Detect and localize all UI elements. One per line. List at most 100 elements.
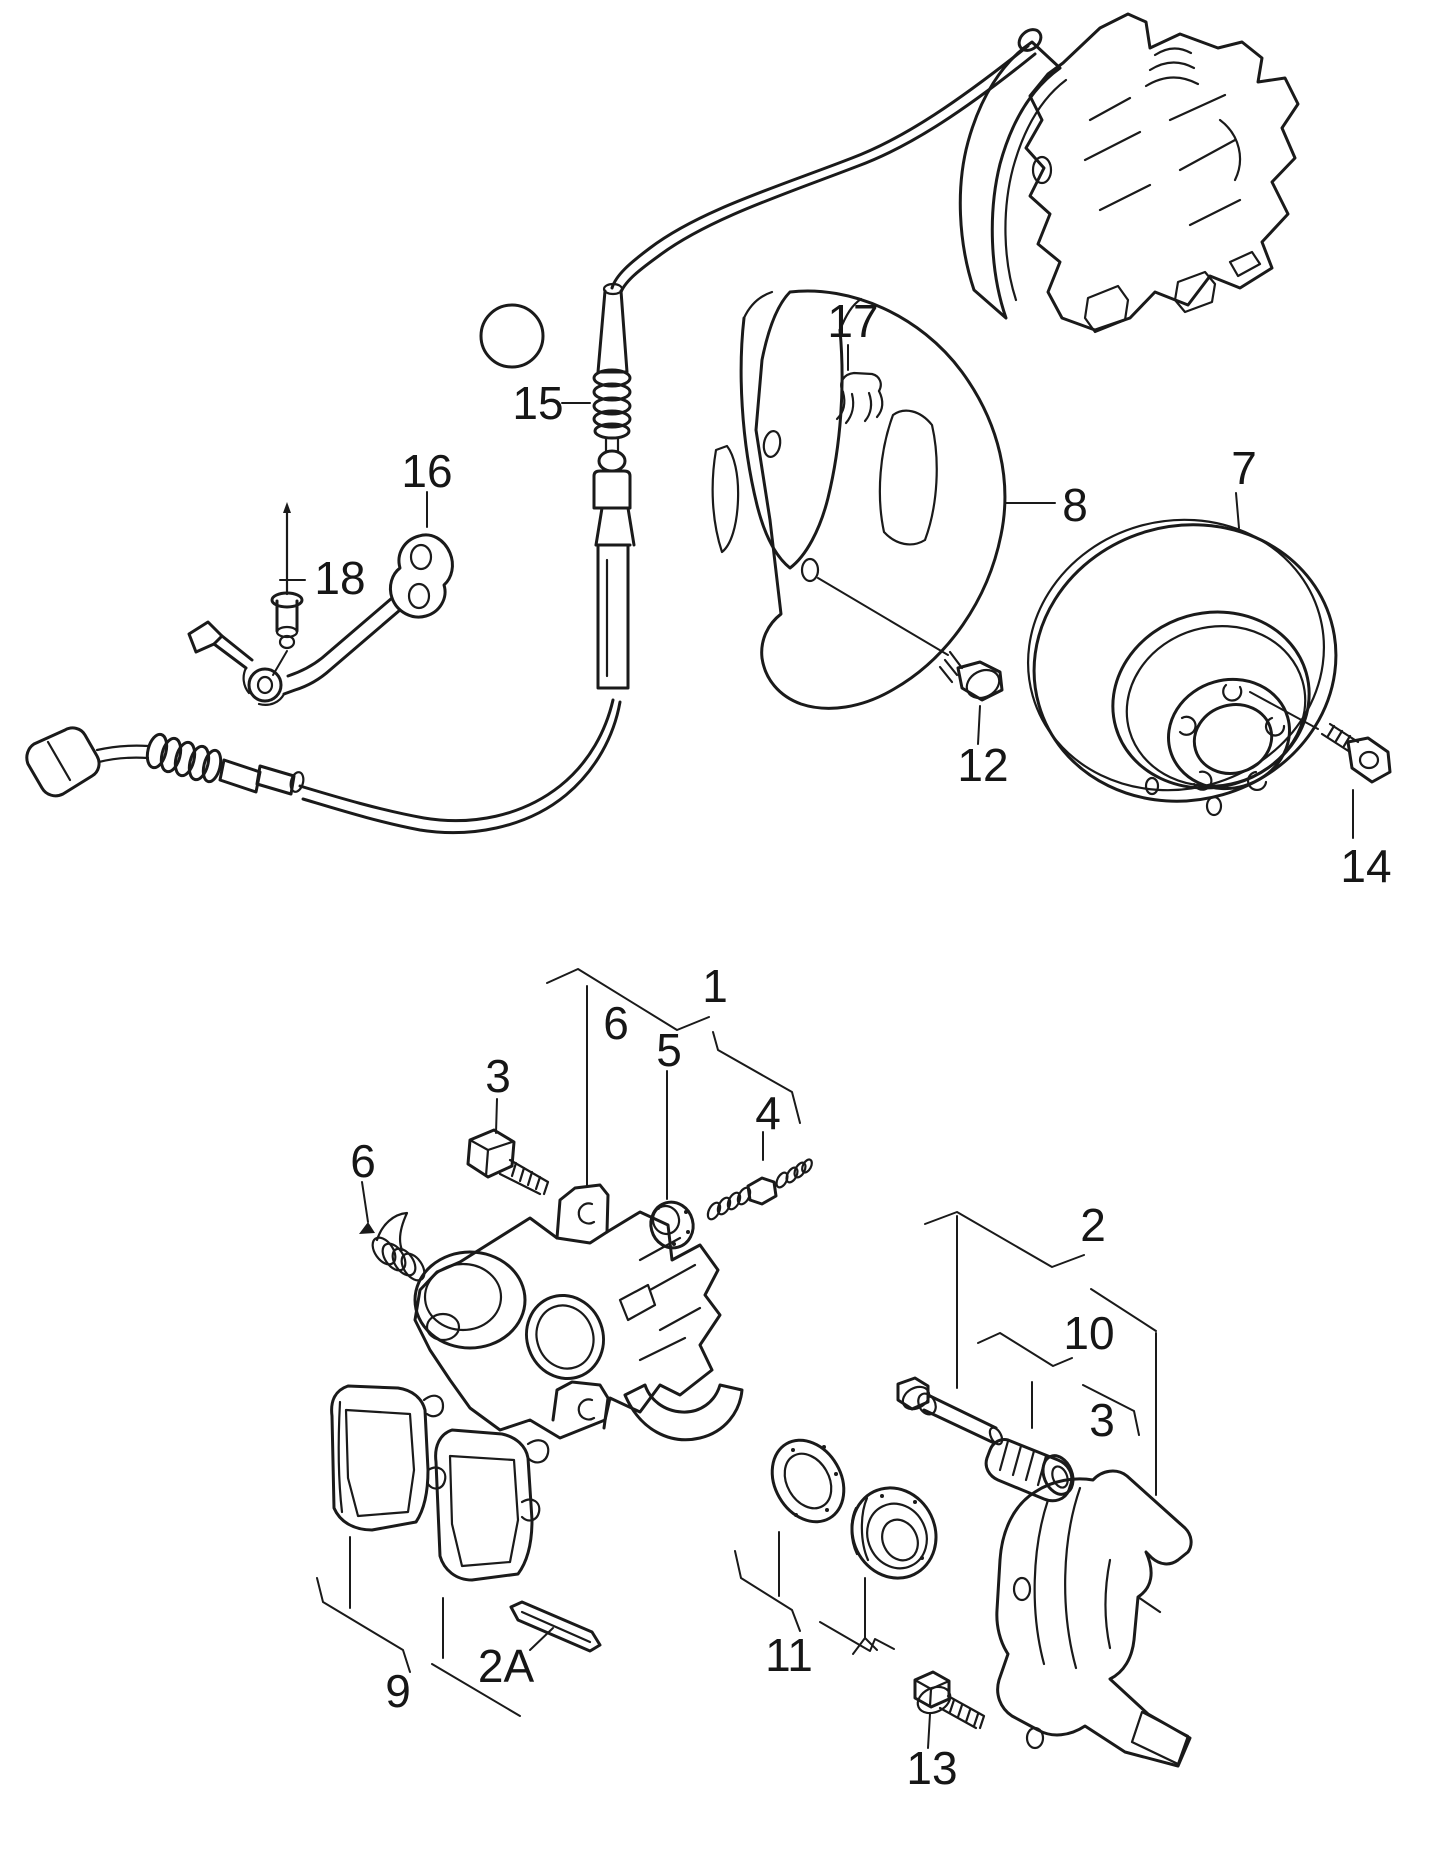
callout-leaders [279, 344, 1354, 1717]
callout-6a[interactable]: 6 [603, 997, 629, 1049]
ferrule-cap [289, 771, 305, 793]
rivet-pin [270, 502, 304, 676]
cable-end-grip-line [46, 740, 72, 782]
screw-head [1346, 736, 1392, 784]
adjuster-rib-4 [592, 409, 632, 429]
callout-15[interactable]: 15 [512, 377, 563, 429]
cable-nipple [1017, 28, 1043, 52]
shield-outline [754, 289, 1007, 710]
shield-bolt-hole [800, 557, 820, 583]
callout-13[interactable]: 13 [906, 1742, 957, 1794]
carrier-foot [1130, 1710, 1190, 1766]
seal-dot-1 [791, 1448, 795, 1452]
bracket-arm-lower [286, 596, 394, 678]
clip-leg-left [835, 390, 846, 421]
piston-seal-ring [770, 1438, 846, 1524]
disc-friction-inner [1125, 625, 1307, 787]
boot-dot-3 [920, 1556, 924, 1560]
sleeve-ribs [998, 1439, 1048, 1487]
retaining-clip [835, 371, 884, 425]
bracket-eye-plate [388, 533, 454, 619]
spring-left-arrowhead [359, 1222, 375, 1234]
callout-14[interactable]: 14 [1340, 840, 1391, 892]
callout-2[interactable]: 2 [1080, 1199, 1106, 1251]
callout-3a[interactable]: 3 [485, 1050, 511, 1102]
callout-3b[interactable]: 3 [1089, 1394, 1115, 1446]
adjuster-sleeve [592, 469, 632, 510]
stud-rib-6 [785, 1166, 799, 1184]
dust-boot-mid [866, 1502, 928, 1570]
sleeve-bore [1051, 1465, 1069, 1489]
shim-leader [529, 1627, 554, 1651]
callout-8[interactable]: 8 [1062, 479, 1088, 531]
callout-5[interactable]: 5 [656, 1024, 682, 1076]
screw-socket [1358, 750, 1380, 770]
highlight-marker-dot[interactable] [479, 303, 545, 369]
clip-leg-right-inner [863, 391, 873, 423]
carrier-rail-curve-2 [1064, 1486, 1082, 1670]
pad-shim [509, 1600, 602, 1653]
callout-6b[interactable]: 6 [350, 1135, 376, 1187]
parking-brake-cable [25, 44, 1037, 835]
callout-17[interactable]: 17 [827, 295, 878, 347]
carrier-rail-curve-3 [1104, 1558, 1112, 1650]
guide-pin [896, 1376, 1004, 1446]
callout-12[interactable]: 12 [957, 739, 1008, 791]
spring-hook [375, 1211, 409, 1252]
bracket-arm-left [212, 634, 254, 670]
caliper-carrier [995, 1469, 1193, 1768]
nut-dot-3 [672, 1242, 676, 1246]
screw-shank [1320, 722, 1360, 754]
bolt13-threads [948, 1698, 980, 1728]
hub-clip-4 [1192, 770, 1213, 791]
callout-4[interactable]: 4 [755, 1087, 781, 1139]
housing-step-lines [618, 1236, 702, 1362]
callout-16[interactable]: 16 [401, 445, 452, 497]
cable-bracket [187, 533, 454, 706]
callout-7[interactable]: 7 [1231, 442, 1257, 494]
bracket-elbow-plate [242, 666, 286, 706]
housing-arc-arm [623, 1383, 744, 1442]
callout-1[interactable]: 1 [702, 960, 728, 1012]
cable-lower-sweep-a [298, 698, 615, 823]
outer-tube [594, 543, 632, 690]
adjuster-rib-2 [592, 382, 632, 402]
disc-rim-double [1026, 518, 1326, 792]
pad-right-clip-bottom [520, 1498, 541, 1522]
callout-9[interactable]: 9 [385, 1665, 411, 1717]
nut-outer [649, 1200, 695, 1250]
callout-2A[interactable]: 2A [478, 1640, 535, 1692]
pin-body [275, 599, 299, 633]
callout-labels: 15 16 18 17 8 7 12 14 1 6 5 3 4 6 2 10 3… [314, 295, 1391, 1794]
bolt13-leader [927, 1713, 931, 1749]
bolt3-threads [510, 1161, 542, 1191]
callout-18[interactable]: 18 [314, 552, 365, 604]
clip-leg-right [875, 389, 884, 419]
brake-disc [1026, 518, 1338, 817]
shield-slot-left [711, 444, 740, 554]
callout-11[interactable]: 11 [765, 1629, 813, 1681]
piston-cylinder [413, 1250, 527, 1350]
clip-bridge [840, 371, 882, 394]
bracket-2 [924, 1211, 1157, 1496]
adjuster-rib-5 [593, 422, 631, 440]
shield-ear-slot [762, 430, 782, 458]
anti-rattle-spring-left [359, 1181, 426, 1282]
brake-pads [330, 1384, 550, 1659]
piston-face [423, 1262, 503, 1332]
nut-dot-1 [684, 1210, 688, 1214]
caliper-lever-arm [958, 40, 1062, 320]
bracket-10 [977, 1332, 1140, 1436]
bolt12-flange [965, 668, 1001, 700]
assembled-caliper [958, 12, 1300, 334]
carrier-outline [995, 1469, 1193, 1768]
piston-ribs [1144, 47, 1200, 88]
callout-10[interactable]: 10 [1063, 1307, 1114, 1359]
pad-right-clip-top [526, 1439, 550, 1464]
seal-kit [770, 1438, 938, 1580]
seal-dot-2 [822, 1445, 826, 1449]
piston-boss [425, 1312, 461, 1342]
hat-hole-1 [1205, 795, 1223, 817]
pin-leader [272, 650, 288, 676]
